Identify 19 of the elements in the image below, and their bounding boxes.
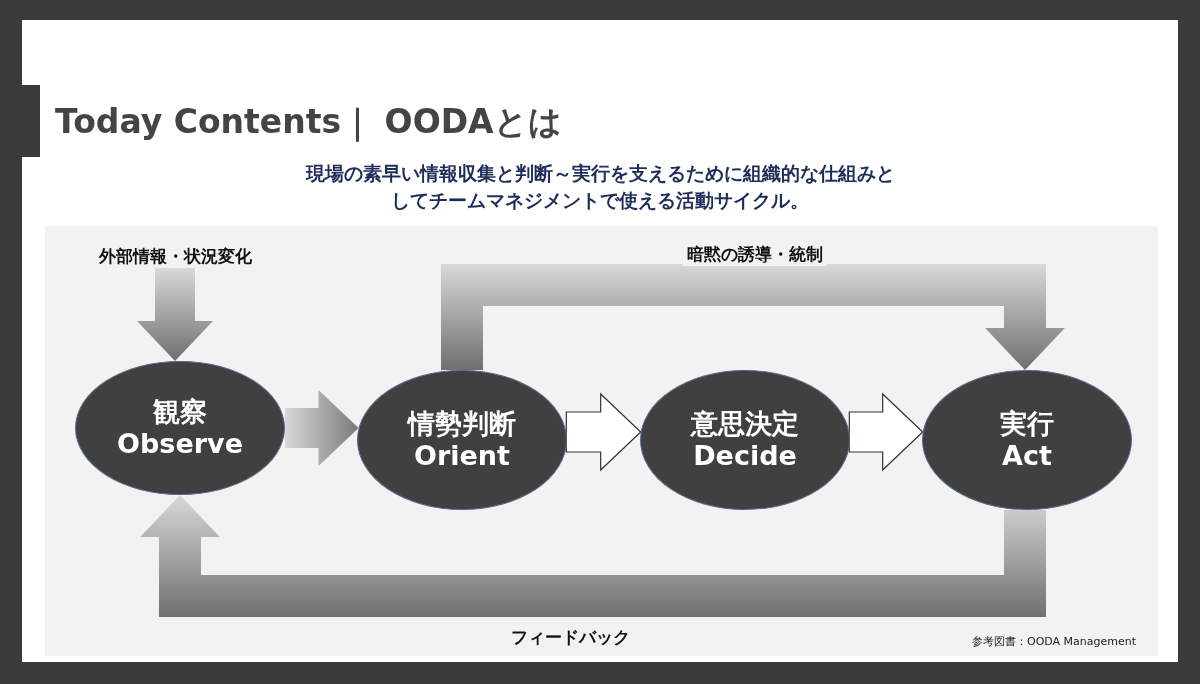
node-label: 情勢判断: [408, 407, 516, 440]
node-label: Decide: [693, 440, 797, 473]
subtitle: 現場の素早い情報収集と判断～実行を支えるために組織的な仕組みとしてチームマネジメントで使える活動サイクル。: [304, 161, 896, 213]
edge-label: 暗黙の誘導・統制: [683, 243, 827, 266]
block-arrow: [441, 264, 1065, 370]
block-arrow: [140, 495, 1046, 617]
block-arrow: [285, 390, 359, 466]
slide-title: Today Contents｜ OODAとは: [55, 101, 562, 144]
block-arrow: [137, 268, 213, 362]
block-arrow: [565, 392, 642, 472]
node-label: 観察: [153, 395, 207, 428]
node-label: Orient: [414, 440, 510, 473]
node-label: Act: [1002, 440, 1052, 473]
input-label: 外部情報・状況変化: [98, 244, 252, 268]
node-label: 意思決定: [691, 407, 799, 440]
node-label: Observe: [117, 428, 243, 461]
reference-note: 参考図書：OODA Management: [972, 634, 1137, 649]
block-arrow: [848, 392, 924, 472]
node-label: 実行: [1000, 407, 1054, 440]
